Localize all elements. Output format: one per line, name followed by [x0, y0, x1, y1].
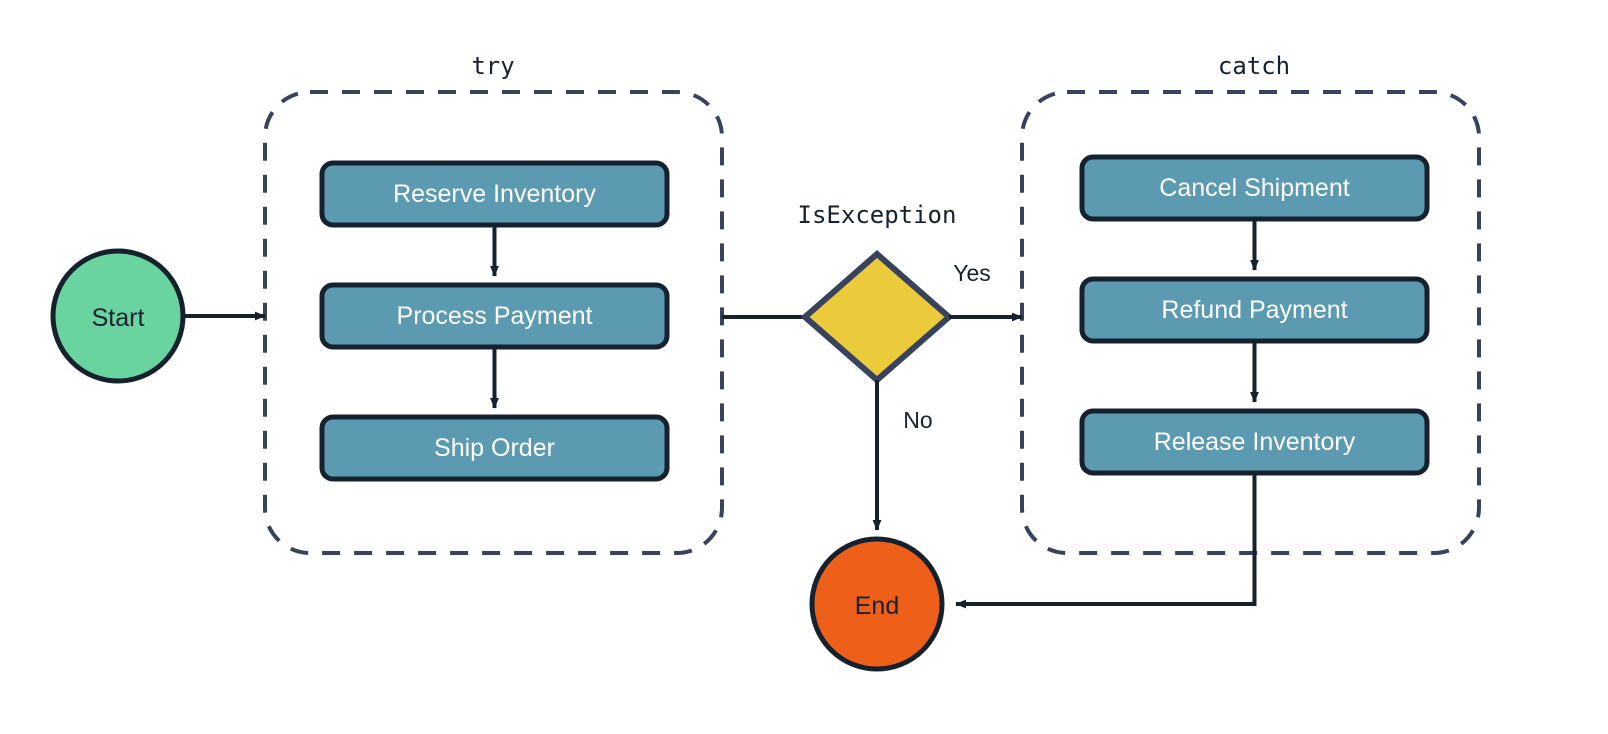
- node-release-inventory-label: Release Inventory: [1154, 428, 1356, 456]
- subgraph-catch: catch: [1020, 52, 1481, 555]
- node-ship-order[interactable]: Ship Order: [319, 414, 670, 482]
- node-isexception-shape[interactable]: [800, 250, 954, 384]
- node-ship-order-shape[interactable]: [319, 414, 670, 482]
- node-end-shape[interactable]: [809, 536, 945, 672]
- subgraph-catch-title: catch: [1218, 52, 1290, 80]
- decision-title-label: IsException: [798, 201, 957, 229]
- subgraph-try-title: try: [471, 52, 514, 80]
- node-cancel-shipment-label: Cancel Shipment: [1159, 174, 1349, 202]
- subgraph-catch-border: [1020, 90, 1481, 555]
- node-ship-order-label: Ship Order: [434, 434, 555, 462]
- node-start[interactable]: Start: [50, 248, 186, 384]
- node-isexception-decision[interactable]: IsException: [798, 201, 957, 384]
- node-process-payment-label: Process Payment: [397, 302, 593, 330]
- node-end-label: End: [855, 592, 899, 620]
- node-reserve-inventory[interactable]: Reserve Inventory: [319, 160, 670, 228]
- edge-label-yes: Yes: [953, 260, 991, 286]
- edge-label-no: No: [903, 407, 932, 433]
- node-end[interactable]: End: [809, 536, 945, 672]
- edge-release-to-end: [955, 473, 1257, 609]
- node-cancel-shipment[interactable]: Cancel Shipment: [1079, 154, 1430, 222]
- node-process-payment[interactable]: Process Payment: [319, 282, 670, 350]
- node-start-label: Start: [92, 304, 145, 332]
- node-refund-payment[interactable]: Refund Payment: [1079, 276, 1430, 344]
- node-refund-payment-label: Refund Payment: [1161, 296, 1347, 324]
- node-reserve-inventory-label: Reserve Inventory: [393, 180, 596, 208]
- subgraph-try-border: [263, 90, 724, 555]
- subgraph-try: try: [263, 52, 724, 555]
- node-release-inventory[interactable]: Release Inventory: [1079, 408, 1430, 476]
